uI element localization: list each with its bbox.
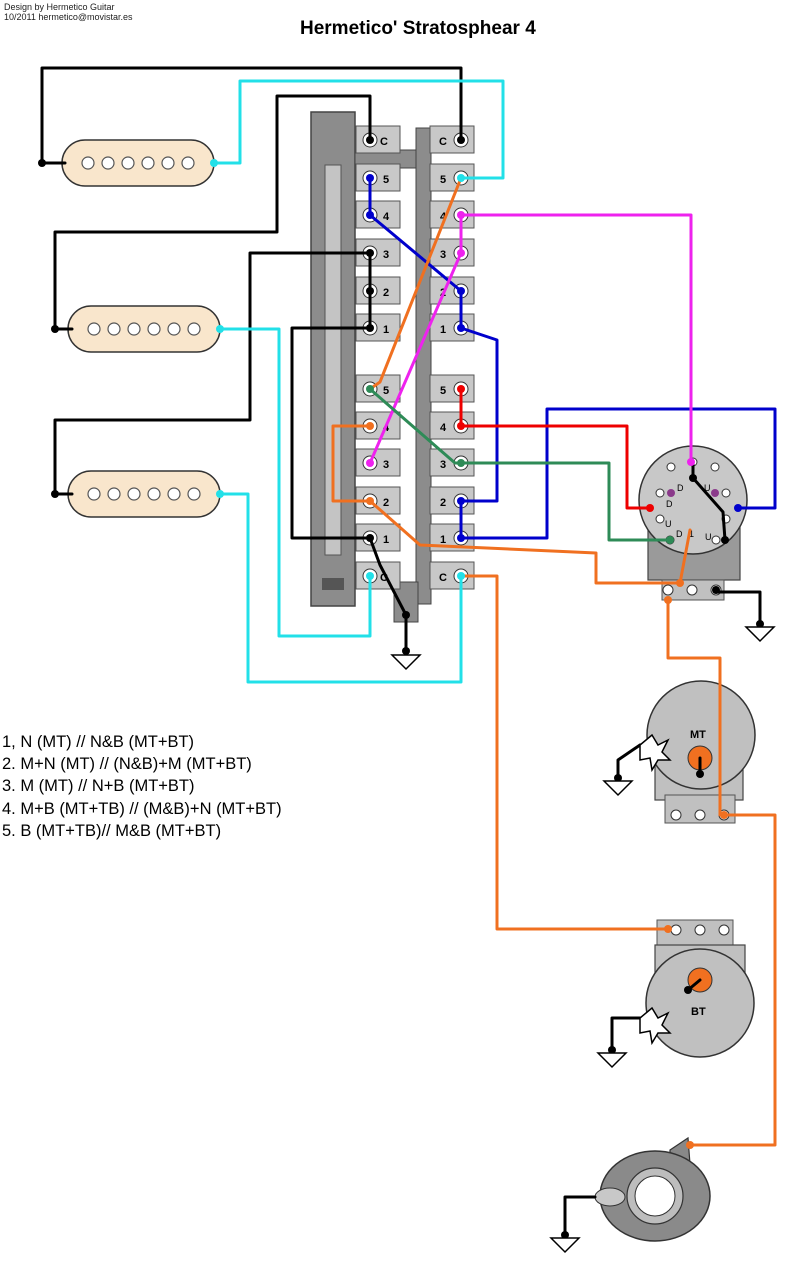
legend-item: 2. M+N (MT) // (N&B)+M (MT+BT) <box>2 755 252 774</box>
green-wires <box>368 387 672 542</box>
lug-label-ll-2: 2 <box>383 497 389 509</box>
black-wires <box>40 66 762 1237</box>
lug-label-lr-2: 2 <box>440 497 446 509</box>
ground-symbol-bt <box>597 1040 627 1068</box>
lug-label-ll-3: 3 <box>383 459 389 471</box>
ground-symbol-switch <box>391 642 421 670</box>
lug-label-ul-5: 5 <box>383 174 389 186</box>
ground-symbol-rotary <box>745 614 775 642</box>
blue-wires <box>368 176 777 540</box>
lug-label-lr-1: 1 <box>440 534 446 546</box>
red-wires <box>459 387 652 510</box>
rotary-label-d2: D <box>666 499 673 509</box>
legend-item: 3. M (MT) // N+B (MT+BT) <box>2 777 195 796</box>
rotary-label-u2: U <box>665 519 672 529</box>
lug-label-ll-c: C <box>380 572 388 584</box>
bt-pot-label: BT <box>691 1006 706 1018</box>
output-jack <box>594 1136 711 1242</box>
middle-tone-pot: MT <box>646 680 756 824</box>
lug-label-ur-5: 5 <box>440 174 446 186</box>
diagram-title: Hermetico' Stratosphear 4 <box>300 18 536 39</box>
solder-dots <box>38 136 764 1239</box>
lug-label-ul-2: 2 <box>383 287 389 299</box>
lug-label-ll-1: 1 <box>383 534 389 546</box>
lug-label-ur-4: 4 <box>440 211 447 223</box>
lug-label-lr-5: 5 <box>440 385 446 397</box>
cyan-wires <box>212 79 505 684</box>
lug-label-ul-3: 3 <box>383 249 389 261</box>
ground-symbol-mt <box>603 768 633 796</box>
credit-line-2: 10/2011 hermetico@movistar.es <box>4 12 133 22</box>
rotary-label-u3: U <box>705 532 712 542</box>
lug-label-lr-4: 4 <box>440 422 447 434</box>
ground-symbol-jack <box>550 1225 580 1253</box>
lug-label-ur-3: 3 <box>440 249 446 261</box>
mt-pot-label: MT <box>690 729 706 741</box>
rotary-label-d3: D <box>676 529 683 539</box>
rotary-label-d1: D <box>677 483 684 493</box>
credit-line-1: Design by Hermetico Guitar <box>4 2 115 12</box>
legend-item: 1, N (MT) // N&B (MT+BT) <box>2 733 195 751</box>
mt-capacitor <box>639 733 672 773</box>
rotary-label-u1: U <box>704 483 711 493</box>
lug-label-lr-c: C <box>439 572 447 584</box>
lug-label-ur-1: 1 <box>440 324 446 336</box>
neck-pickup <box>61 139 215 187</box>
lug-label-ul-c: C <box>380 136 388 148</box>
lug-label-lr-3: 3 <box>440 459 446 471</box>
orange-wires <box>331 176 777 1147</box>
bridge-tone-pot: BT <box>645 919 755 1058</box>
bt-capacitor <box>639 1006 672 1046</box>
lug-label-ur-c: C <box>439 136 447 148</box>
legend-item: 4. M+B (MT+TB) // (M&B)+N (MT+BT) <box>2 799 282 818</box>
lug-label-ll-5: 5 <box>383 385 389 397</box>
bridge-pickup <box>67 470 221 518</box>
rotary-label-1: 1 <box>689 529 694 539</box>
switch-position-legend: 1, N (MT) // N&B (MT+BT) 2. M+N (MT) // … <box>2 731 282 842</box>
lug-label-ul-4: 4 <box>383 211 390 223</box>
legend-item: 5. B (MT+TB)// M&B (MT+BT) <box>2 821 222 840</box>
lug-label-ul-1: 1 <box>383 324 389 336</box>
middle-pickup <box>67 305 221 353</box>
